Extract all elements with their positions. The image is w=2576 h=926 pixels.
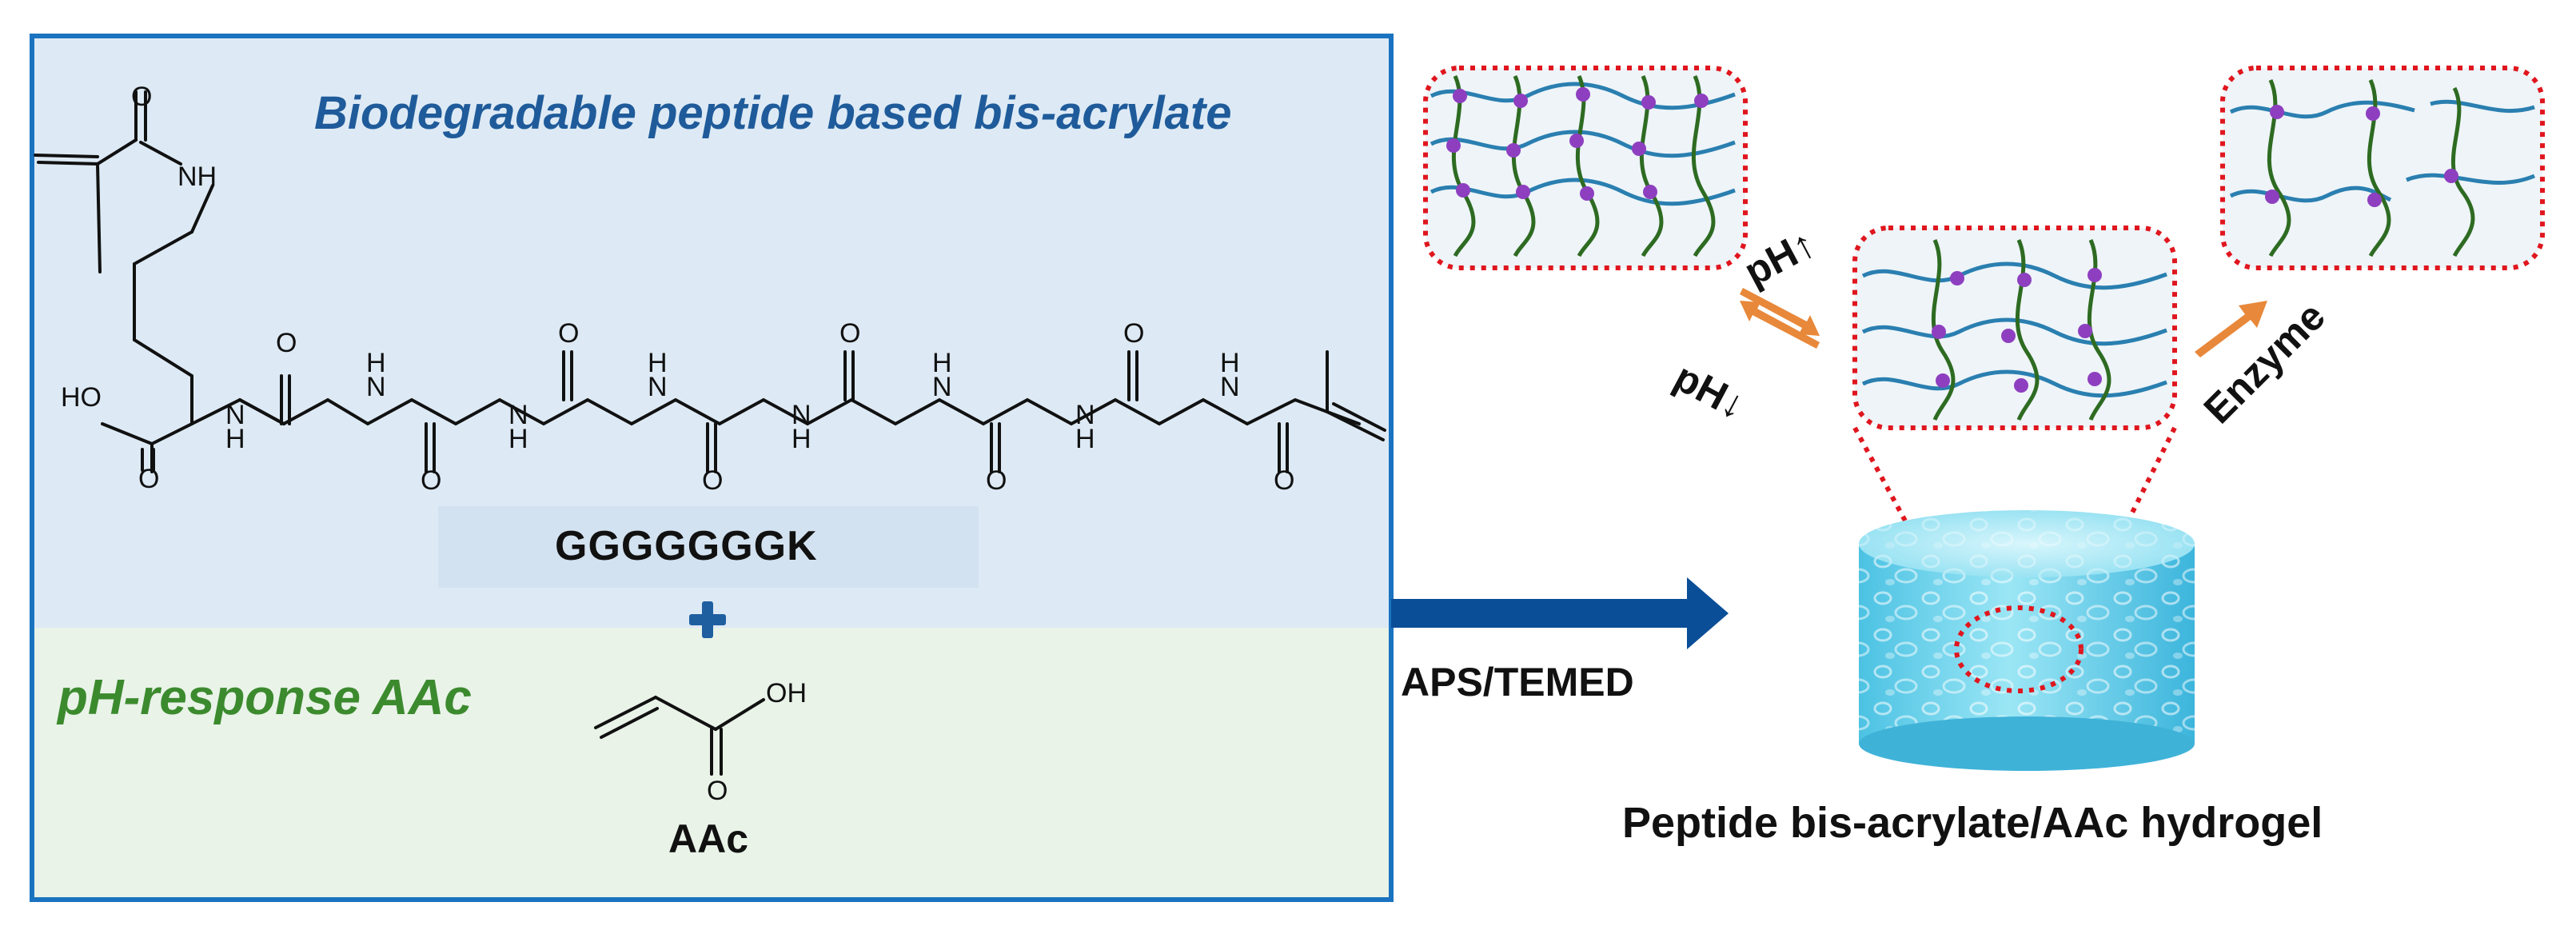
hydrogel-label: Peptide bis-acrylate/AAc hydrogel	[1622, 799, 2323, 847]
network-box-swollen	[1423, 66, 1748, 270]
atom-h-2: H	[366, 348, 386, 378]
atom-o-5: O	[558, 318, 579, 349]
atom-labels: O NH HO O N H O H N O N H O H N O N H O …	[61, 82, 1294, 496]
atom-nh-1: NH	[177, 162, 217, 192]
initiator-label: APS/TEMED	[1401, 660, 1634, 704]
atom-n-1: N	[225, 400, 245, 430]
atom-o-8: O	[986, 465, 1007, 496]
atom-o-1: O	[131, 82, 152, 112]
atom-o-9: O	[1123, 318, 1144, 349]
atom-h-8: H	[1220, 348, 1240, 378]
peptide-sequence: GGGGGGGK	[555, 523, 818, 569]
network-box-gel	[1852, 226, 2177, 430]
atom-o-aac: O	[707, 776, 728, 806]
title-ph-response: pH-response AAc	[58, 670, 472, 725]
atom-n-4: N	[648, 372, 668, 402]
atom-h-7: H	[1075, 424, 1095, 454]
atom-o-2: O	[138, 464, 159, 494]
crosslinks-swollen	[1446, 87, 1709, 201]
enzyme-arrow-icon	[2195, 301, 2267, 357]
right-arrow-icon	[1391, 577, 1729, 649]
panel-border	[30, 34, 1394, 902]
crosslinks-degraded	[2265, 105, 2458, 207]
atom-o-10: O	[1274, 465, 1294, 496]
atom-h-4: H	[648, 348, 668, 378]
plus-icon	[689, 601, 726, 638]
atom-h-1: H	[225, 424, 245, 454]
atom-n-8: N	[1220, 372, 1240, 402]
atom-o-3: O	[276, 328, 297, 358]
atom-o-6: O	[702, 465, 723, 496]
zoom-region	[1954, 605, 2084, 693]
atom-h-3: H	[508, 424, 528, 454]
network-degraded	[2229, 78, 2535, 257]
acrylic-acid-structure	[594, 696, 765, 776]
atom-n-7: N	[1075, 400, 1095, 430]
atom-n-6: N	[932, 372, 952, 402]
equilibrium-arrow-icon	[1740, 288, 1820, 349]
atom-h-5: H	[792, 424, 811, 454]
hydrogel-cylinder	[1859, 510, 2195, 771]
atom-oh-aac: OH	[766, 678, 807, 708]
atom-o-4: O	[421, 465, 441, 496]
atom-h-6: H	[932, 348, 952, 378]
peptide-bis-acrylate-structure	[34, 90, 1386, 473]
atom-ho: HO	[61, 382, 102, 413]
crosslinks-gel	[1932, 268, 2102, 393]
title-peptide-bis-acrylate: Biodegradable peptide based bis-acrylate	[314, 87, 1232, 139]
atom-n-3: N	[508, 400, 528, 430]
sequence-highlight	[438, 506, 979, 588]
atom-o-7: O	[839, 318, 860, 349]
monomer-label: AAc	[668, 816, 749, 861]
atom-n-2: N	[366, 372, 386, 402]
atom-n-5: N	[792, 400, 811, 430]
